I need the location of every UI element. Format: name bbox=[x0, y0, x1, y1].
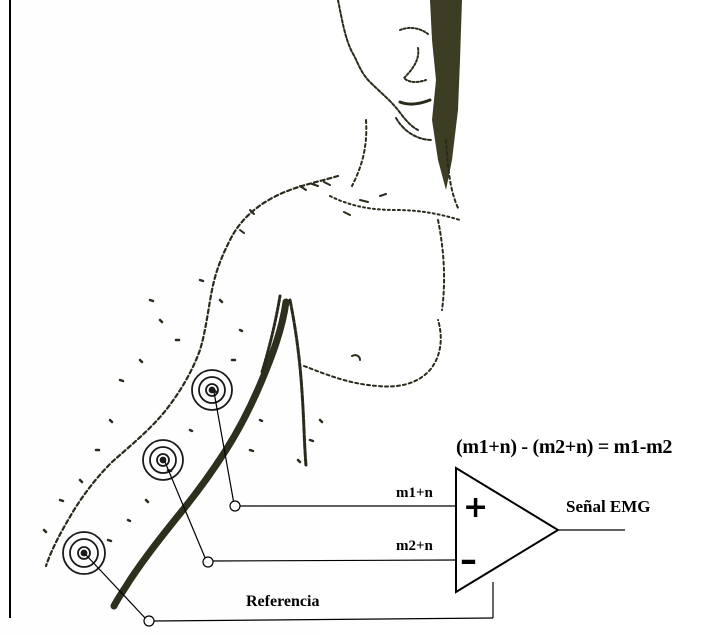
positive-input-label: m1+n bbox=[396, 485, 433, 502]
output-label: Señal EMG bbox=[566, 497, 651, 517]
reference-label: Referencia bbox=[246, 593, 319, 611]
negative-input-label: m2+n bbox=[396, 538, 433, 555]
plus-sign: + bbox=[463, 490, 488, 525]
difference-formula: (m1+n) - (m2+n) = m1-m2 bbox=[456, 436, 672, 459]
minus-sign: – bbox=[460, 540, 477, 580]
